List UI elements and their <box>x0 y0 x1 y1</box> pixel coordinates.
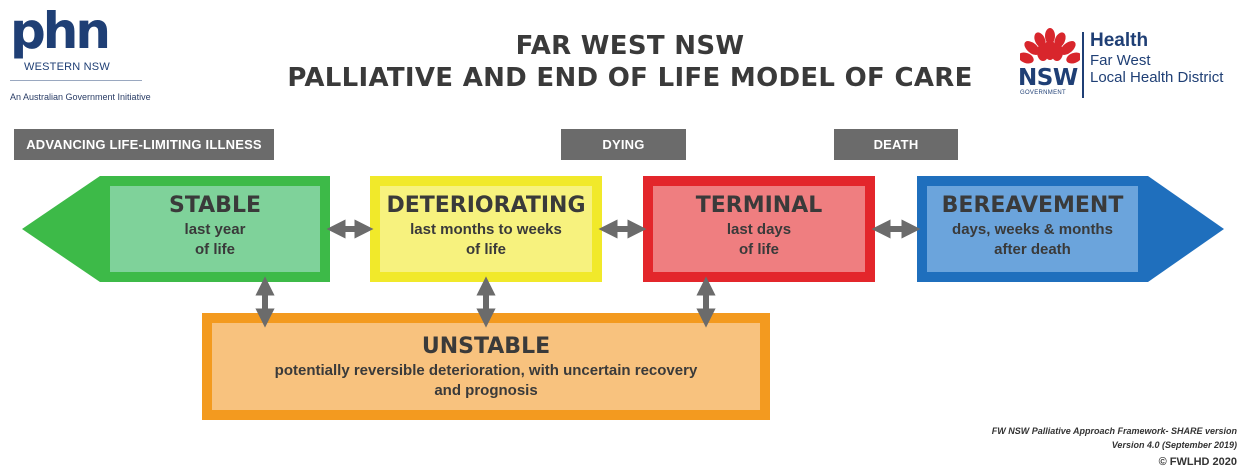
nsw-logo-health: Health <box>1090 30 1149 51</box>
stage-stable-shape <box>22 176 330 282</box>
stage-deteriorating-heading: DETERIORATING <box>386 193 586 218</box>
title-line-2: PALLIATIVE AND END OF LIFE MODEL OF CARE <box>287 63 973 93</box>
stage-deteriorating-shape <box>370 176 602 282</box>
stage-bereavement-shape <box>917 176 1224 282</box>
stage-stable-line-1: last year <box>184 221 246 238</box>
phase-label-advancing: ADVANCING LIFE-LIMITING ILLNESS <box>14 129 274 160</box>
title-line-1: FAR WEST NSW <box>515 31 745 61</box>
nsw-logo-district-line-2: Local Health District <box>1090 69 1224 86</box>
stage-unstable-shape <box>202 313 770 420</box>
phn-logo-region: WESTERN NSW <box>24 61 110 73</box>
stage-unstable-line-1: potentially reversible deterioration, wi… <box>274 362 698 379</box>
stage-terminal-heading: TERMINAL <box>695 193 823 218</box>
nsw-logo-word: NSW <box>1018 65 1078 91</box>
stage-stable: STABLE last year of life <box>110 192 320 260</box>
stage-unstable-heading: UNSTABLE <box>421 334 551 359</box>
page-title: FAR WEST NSW PALLIATIVE AND END OF LIFE … <box>280 30 980 94</box>
phase-label-death: DEATH <box>834 129 958 160</box>
stage-stable-heading: STABLE <box>169 193 261 218</box>
phn-logo-divider <box>10 80 142 81</box>
stage-bereavement-heading: BEREAVEMENT <box>941 193 1124 218</box>
phn-logo: phn WESTERN NSW An Australian Government… <box>10 2 190 102</box>
stage-bereavement-line-2: after death <box>994 241 1071 258</box>
phase-label-dying: DYING <box>561 129 686 160</box>
stage-bereavement-line-1: days, weeks & months <box>952 221 1113 238</box>
footer: FW NSW Palliative Approach Framework- SH… <box>992 424 1237 470</box>
stage-unstable: UNSTABLE potentially reversible deterior… <box>212 333 760 401</box>
stage-terminal-line-1: last days <box>726 221 792 238</box>
phn-logo-word: phn <box>10 2 111 60</box>
footer-version-line: Version 4.0 (September 2019) <box>1111 440 1237 450</box>
phn-logo-tagline: An Australian Government Initiative <box>10 92 151 102</box>
nsw-health-logo: NSW GOVERNMENT Health Far West Local Hea… <box>1016 28 1248 102</box>
footer-copyright: © FWLHD 2020 <box>1158 456 1237 468</box>
stage-deteriorating-line-1: last months to weeks <box>410 221 562 238</box>
stage-bereavement: BEREAVEMENT days, weeks & months after d… <box>927 192 1138 260</box>
waratah-flower-icon <box>1020 28 1080 64</box>
stage-unstable-line-2: and prognosis <box>434 382 538 399</box>
nsw-logo-divider <box>1082 32 1084 98</box>
stage-deteriorating: DETERIORATING last months to weeks of li… <box>380 192 592 260</box>
stage-terminal-line-2: of life <box>739 241 779 258</box>
nsw-logo-government: GOVERNMENT <box>1020 90 1067 96</box>
stage-terminal: TERMINAL last days of life <box>653 192 865 260</box>
nsw-logo-district-line-1: Far West <box>1090 52 1151 69</box>
stage-stable-line-2: of life <box>195 241 235 258</box>
footer-framework-line: FW NSW Palliative Approach Framework- SH… <box>991 426 1237 436</box>
stage-deteriorating-line-2: of life <box>466 241 506 258</box>
stage-terminal-shape <box>643 176 875 282</box>
